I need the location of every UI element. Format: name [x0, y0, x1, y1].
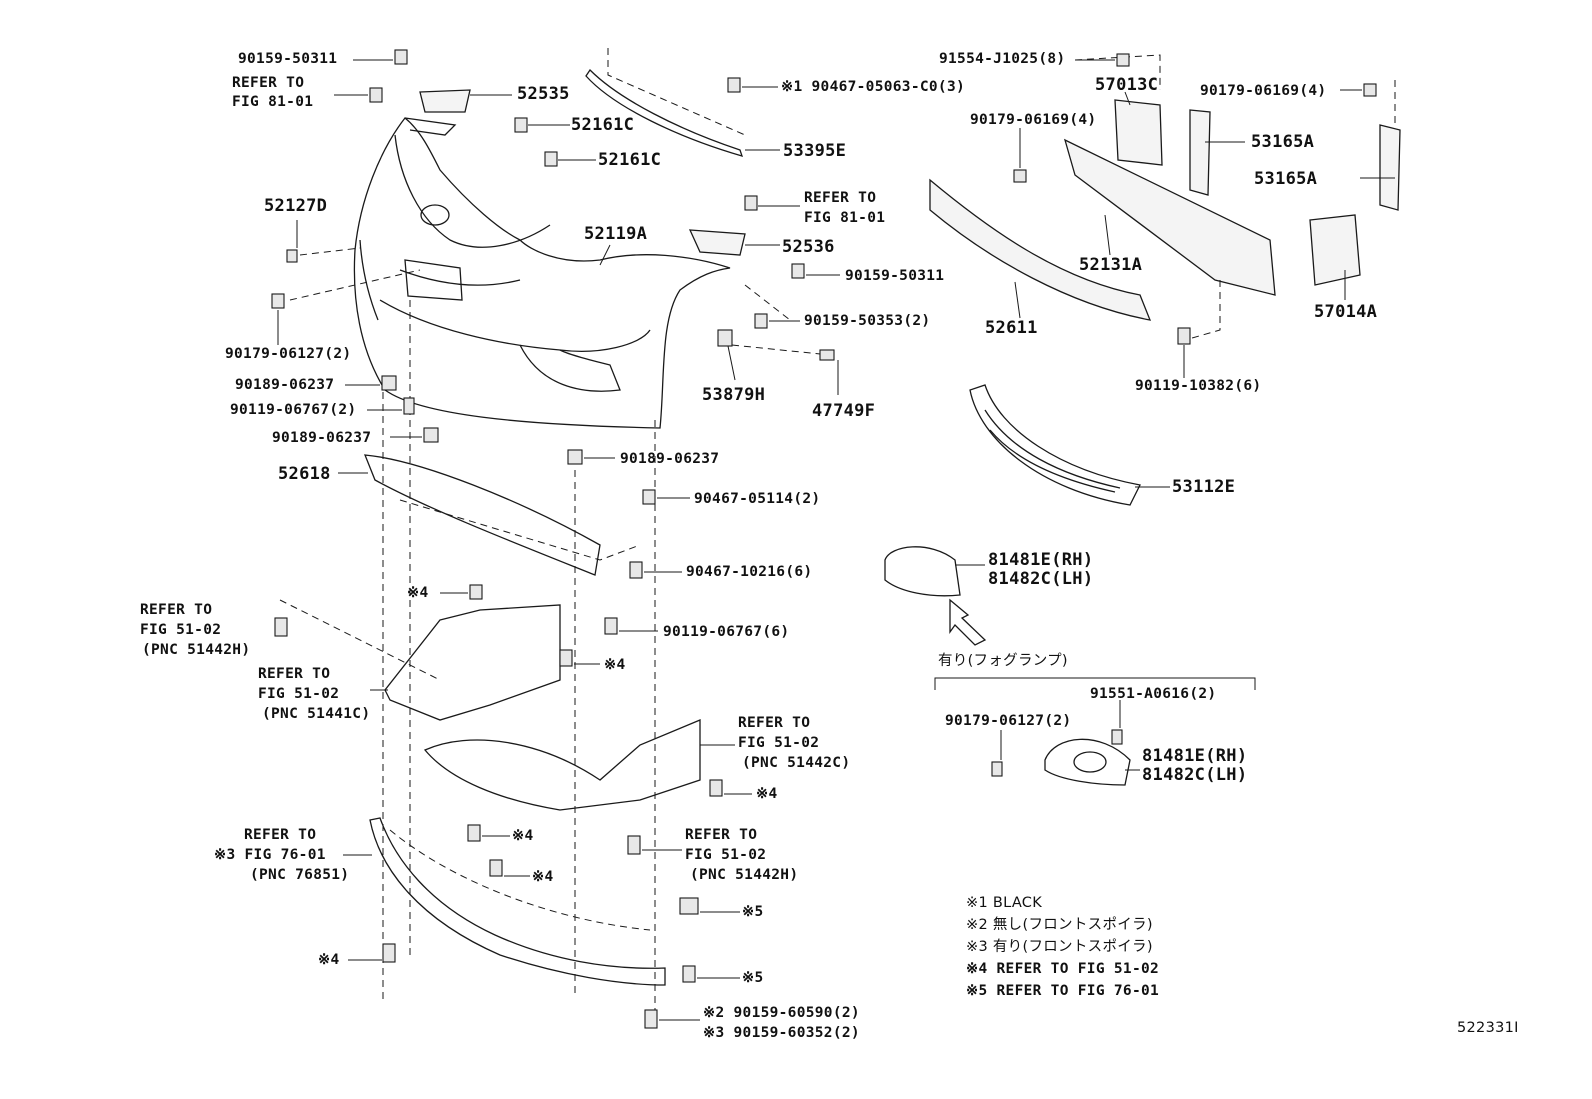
bracket-53165a-b [1379, 124, 1401, 211]
ref-mark: ※4 [756, 786, 778, 802]
diagram-id: 522331I [1457, 1020, 1519, 1036]
part-label: 90179-06127(2) [945, 713, 1072, 729]
part-label: 90467-05114(2) [694, 491, 821, 507]
refer-label: (PNC 76851) [250, 867, 350, 883]
part-label: 90159-50311 [238, 51, 338, 67]
refer-label: REFER TO [244, 827, 317, 843]
part-label: 81482C(LH) [988, 569, 1094, 589]
refer-label: FIG 81-01 [232, 94, 314, 110]
undercover-lower [423, 719, 701, 811]
part-label: 52161C [571, 115, 635, 135]
part-label: 52611 [985, 318, 1038, 338]
refer-label: REFER TO [258, 666, 331, 682]
part-label: ※2 90159-60590(2) [703, 1005, 860, 1021]
part-label: 90467-10216(6) [686, 564, 813, 580]
part-label: 81482C(LH) [1142, 765, 1248, 785]
part-label: 90189-06237 [272, 430, 372, 446]
refer-label: REFER TO [685, 827, 758, 843]
part-label: 52131A [1079, 255, 1143, 275]
part-label: 47749F [812, 401, 876, 421]
ref-mark: ※5 [742, 970, 764, 986]
reinforcement-52131a [1063, 138, 1276, 296]
refer-label: FIG 51-02 [258, 686, 340, 702]
part-label: 90189-06237 [235, 377, 335, 393]
part-label: 53165A [1254, 169, 1318, 189]
note-line: ※3 有り(フロントスポイラ) [966, 939, 1153, 955]
ref-mark: ※5 [742, 904, 764, 920]
fasteners [271, 49, 1377, 1029]
leader-lines [277, 59, 1395, 1021]
part-label: 53165A [1251, 132, 1315, 152]
ref-mark: ※4 [512, 828, 534, 844]
refer-label: (PNC 51442H) [142, 642, 251, 658]
part-label: ※3 90159-60352(2) [703, 1025, 860, 1041]
part-label: 90119-10382(6) [1135, 378, 1262, 394]
note-line: ※1 BLACK [966, 895, 1043, 911]
part-label: 90179-06127(2) [225, 346, 352, 362]
refer-label: ※3 FIG 76-01 [214, 847, 326, 863]
undercover-center [384, 604, 561, 721]
ref-mark: ※4 [604, 657, 626, 673]
bracket-52535 [419, 89, 471, 113]
part-label: 53112E [1172, 477, 1236, 497]
refer-label: FIG 51-02 [738, 735, 820, 751]
fog-section-header: 有り(フォグランプ) [938, 653, 1068, 669]
part-label: 90159-50353(2) [804, 313, 931, 329]
fog-bezel-upper [884, 546, 961, 597]
part-label: 52535 [517, 84, 570, 104]
part-label: 91554-J1025(8) [939, 51, 1066, 67]
bracket-57014a [1309, 214, 1361, 286]
bumper-cover [353, 117, 731, 429]
bracket-53165a-a [1189, 109, 1211, 196]
part-label: 53395E [783, 141, 847, 161]
bracket-52536 [688, 229, 746, 256]
refer-label: FIG 51-02 [140, 622, 222, 638]
part-label: 52127D [264, 196, 328, 216]
part-label: 90119-06767(6) [663, 624, 790, 640]
ref-mark: ※4 [532, 869, 554, 885]
part-label: 91551-A0616(2) [1090, 686, 1217, 702]
part-label: 90189-06237 [620, 451, 720, 467]
part-label: 81481E(RH) [988, 550, 1094, 570]
absorber-52611 [929, 178, 1152, 321]
refer-label: REFER TO [140, 602, 213, 618]
refer-label: REFER TO [232, 75, 305, 91]
part-label: 81481E(RH) [1142, 746, 1248, 766]
notes-legend: ※1 BLACK ※2 無し(フロントスポイラ) ※3 有り(フロントスポイラ)… [966, 895, 1159, 1000]
part-label: 90159-50311 [845, 268, 945, 284]
note-line: ※2 無し(フロントスポイラ) [966, 917, 1153, 933]
undercover-52618 [364, 454, 601, 576]
part-label: 52536 [782, 237, 835, 257]
refer-label: FIG 51-02 [685, 847, 767, 863]
part-label: 90119-06767(2) [230, 402, 357, 418]
note-line: ※5 REFER TO FIG 76-01 [966, 983, 1160, 999]
refer-label: (PNC 51442C) [742, 755, 851, 771]
refer-label: REFER TO [804, 190, 877, 206]
bracket-57013c [1114, 99, 1163, 166]
part-label: 52618 [278, 464, 331, 484]
refer-label: FIG 81-01 [804, 210, 886, 226]
refer-label: (PNC 51442H) [690, 867, 799, 883]
part-label: 90179-06169(4) [1200, 83, 1327, 99]
part-label: 57013C [1095, 75, 1159, 95]
part-label: 52119A [584, 224, 648, 244]
ref-mark: ※4 [407, 585, 429, 601]
part-label: 57014A [1314, 302, 1378, 322]
fog-bezel-lower [1044, 738, 1131, 786]
part-label: ※1 90467-05063-C0(3) [781, 79, 966, 95]
refer-label: REFER TO [738, 715, 811, 731]
part-label: 90179-06169(4) [970, 112, 1097, 128]
molding-53395e [585, 68, 744, 157]
note-line: ※4 REFER TO FIG 51-02 [966, 961, 1160, 977]
part-label: 53879H [702, 385, 766, 405]
ref-mark: ※4 [318, 952, 340, 968]
part-label: 52161C [598, 150, 662, 170]
front-spoiler [369, 817, 666, 986]
refer-label: (PNC 51441C) [262, 706, 371, 722]
lower-grille-53112e [969, 384, 1141, 506]
arrow-icon [949, 598, 987, 646]
